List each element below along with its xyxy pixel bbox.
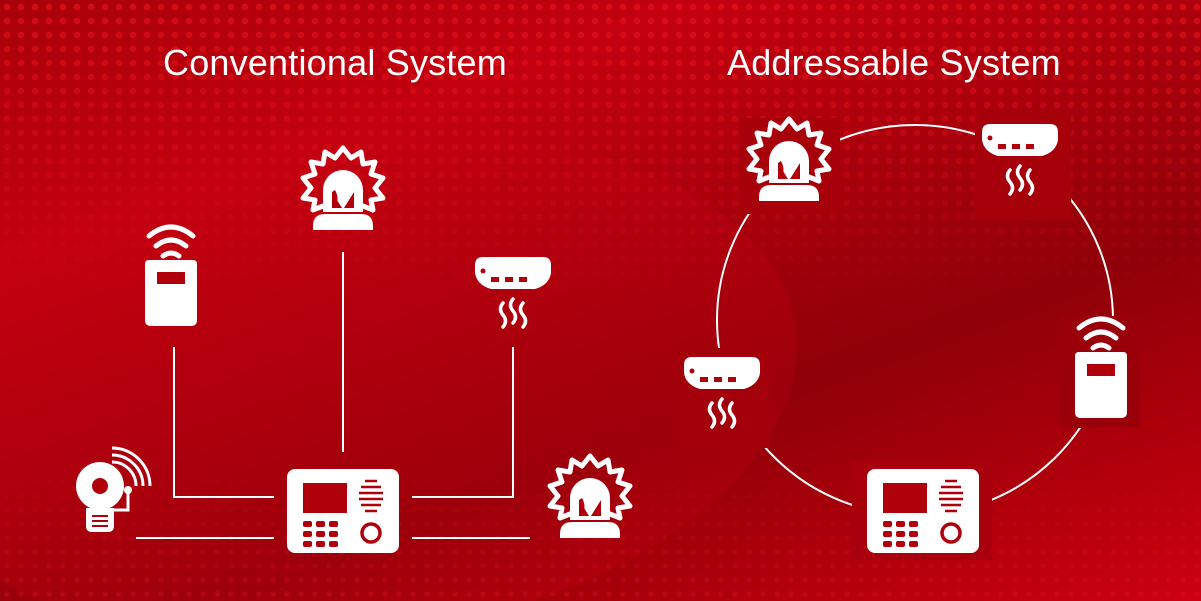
strobe-beacon-icon bbox=[550, 456, 630, 538]
strobe-beacon-icon bbox=[303, 148, 383, 230]
conventional-wiring bbox=[136, 252, 530, 539]
control-panel-icon bbox=[285, 467, 401, 555]
conventional-system-title: Conventional System bbox=[163, 42, 507, 83]
addressable-system-title: Addressable System bbox=[727, 42, 1061, 83]
alarm-bell-icon bbox=[74, 446, 152, 534]
control-panel-icon bbox=[865, 467, 981, 555]
smoke-detector-icon bbox=[473, 255, 553, 329]
wireless-module-icon bbox=[145, 227, 197, 326]
